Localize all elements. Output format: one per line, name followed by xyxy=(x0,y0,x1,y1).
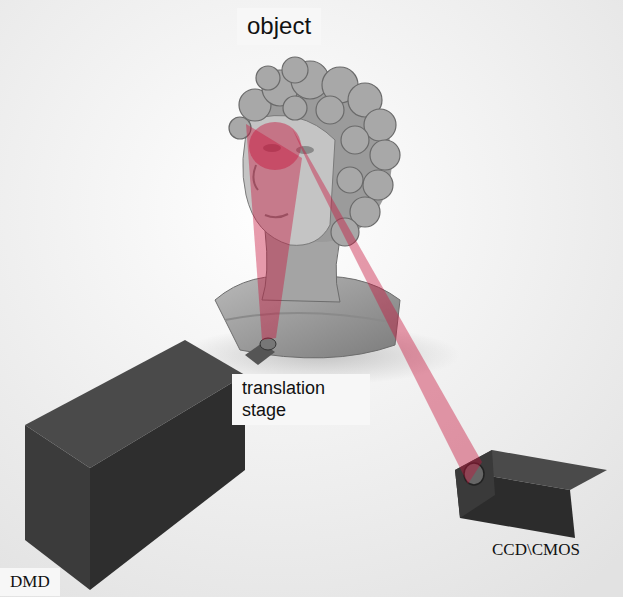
object-label: object xyxy=(237,8,321,45)
camera-label: CCD\CMOS xyxy=(492,540,580,560)
stage-label: translation stage xyxy=(232,374,370,425)
projector-label: DMD xyxy=(0,568,60,596)
statue-bust xyxy=(215,57,400,358)
light-beam xyxy=(246,122,482,484)
